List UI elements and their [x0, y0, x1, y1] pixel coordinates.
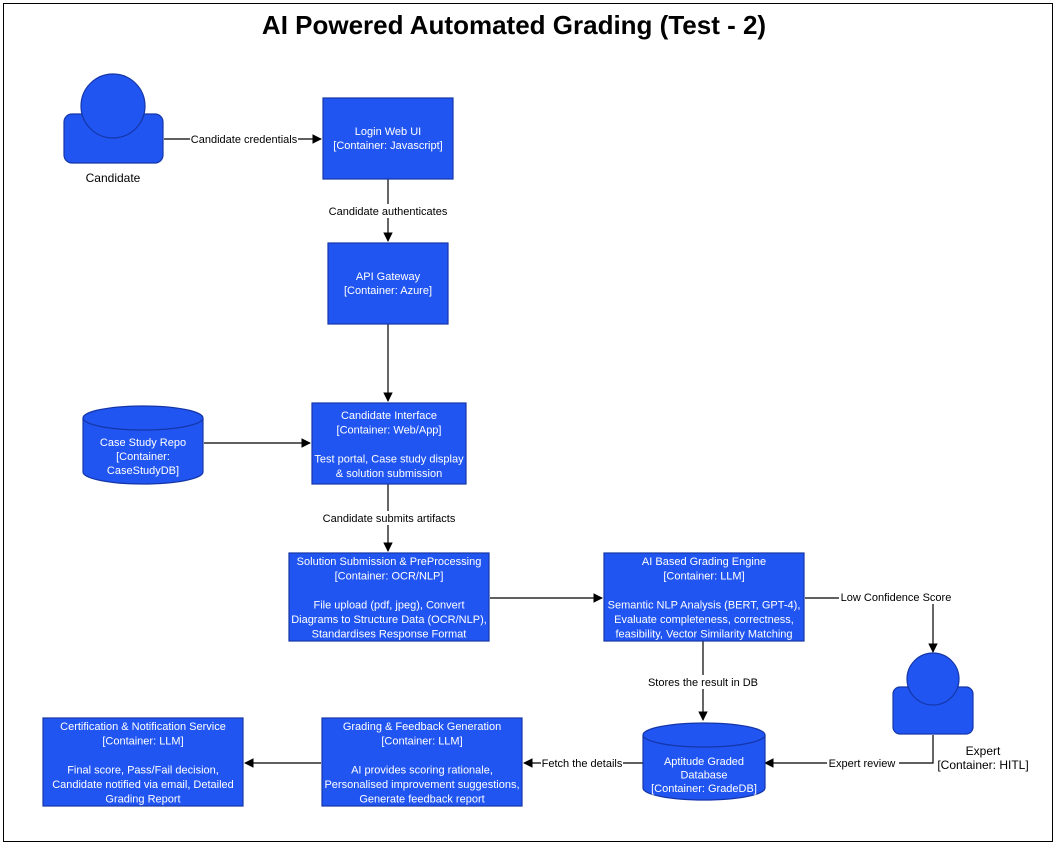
- repo-cylinder: [82, 405, 204, 485]
- edge-label-expert-review: Expert review: [829, 758, 896, 770]
- interface-label-line: Test portal, Case study display: [314, 454, 464, 466]
- login-label-line: [Container: Javascript]: [333, 140, 442, 152]
- feedback-label-line: Grading & Feedback Generation: [343, 721, 501, 733]
- gradedb-cylinder: [642, 722, 766, 801]
- diagram-title: AI Powered Automated Grading (Test - 2): [261, 10, 767, 40]
- expert-person-icon: [892, 652, 974, 735]
- expert-label-line: [Container: HITL]: [937, 758, 1028, 772]
- gateway-label-line: [Container: Azure]: [344, 285, 432, 297]
- edge-labels: Candidate credentials Candidate authenti…: [190, 132, 953, 770]
- edges: [164, 134, 938, 768]
- expert-label-line: Expert: [966, 744, 1001, 758]
- edge-label-low-confidence: Low Confidence Score: [841, 592, 952, 604]
- engine-label-line: [Container: LLM]: [663, 571, 744, 583]
- gradedb-label-line: Aptitude Graded: [664, 756, 744, 768]
- gateway-box: [327, 242, 449, 325]
- edge-label-authenticates: Candidate authenticates: [329, 206, 448, 218]
- cert-label-line: Grading Report: [105, 794, 180, 806]
- engine-label-line: feasibility, Vector Similarity Matching: [615, 629, 792, 641]
- feedback-label-line: [Container: LLM]: [381, 736, 462, 748]
- candidate-label: Candidate: [86, 171, 141, 185]
- submission-box: [288, 552, 490, 642]
- repo-label-line: Case Study Repo: [100, 437, 186, 449]
- gradedb-label-line: [Container: GradeDB]: [651, 783, 757, 795]
- engine-label-line: Evaluate completeness, correctness,: [614, 614, 794, 626]
- edge-label-submits: Candidate submits artifacts: [323, 513, 456, 525]
- login-box: [322, 97, 454, 180]
- node-shapes: [42, 97, 805, 807]
- feedback-label-line: AI provides scoring rationale,: [351, 765, 493, 777]
- interface-box: [311, 402, 467, 485]
- cert-box: [42, 717, 244, 807]
- repo-label-line: [Container:: [116, 451, 170, 463]
- gradedb-label-line: Database: [680, 770, 727, 782]
- candidate-person-icon: [63, 73, 164, 164]
- submission-label-line: File upload (pdf, jpeg), Convert: [313, 600, 464, 612]
- engine-label-line: AI Based Grading Engine: [642, 556, 766, 568]
- login-label-line: Login Web UI: [355, 126, 421, 138]
- cert-label-line: Candidate notified via email, Detailed: [52, 779, 234, 791]
- feedback-label-line: Generate feedback report: [359, 794, 484, 806]
- gateway-label-line: API Gateway: [356, 271, 421, 283]
- submission-label-line: [Container: OCR/NLP]: [335, 571, 444, 583]
- edge-label-stores: Stores the result in DB: [648, 677, 758, 689]
- submission-label-line: Standardises Response Format: [312, 629, 467, 641]
- repo-label-line: CaseStudyDB]: [107, 465, 179, 477]
- submission-label-line: Diagrams to Structure Data (OCR/NLP),: [291, 614, 487, 626]
- interface-label-line: [Container: Web/App]: [337, 425, 442, 437]
- engine-label-line: Semantic NLP Analysis (BERT, GPT-4),: [608, 600, 801, 612]
- feedback-box: [321, 717, 523, 807]
- edge-label-credentials: Candidate credentials: [191, 134, 298, 146]
- diagram-frame: [3, 3, 1053, 842]
- interface-label-line: Candidate Interface: [341, 410, 437, 422]
- interface-label-line: & solution submission: [336, 468, 442, 480]
- feedback-label-line: Personalised improvement suggestions,: [324, 779, 519, 791]
- submission-label-line: Solution Submission & PreProcessing: [297, 556, 482, 568]
- cert-label-line: [Container: LLM]: [102, 736, 183, 748]
- cert-label-line: Final score, Pass/Fail decision,: [67, 765, 219, 777]
- cert-label-line: Certification & Notification Service: [60, 721, 226, 733]
- edge-expert-review: [764, 735, 934, 768]
- edge-low-confidence: [805, 597, 938, 653]
- edge-label-fetch: Fetch the details: [542, 758, 623, 770]
- node-texts: Login Web UI [Container: Javascript] API G…: [52, 126, 1028, 806]
- engine-box: [603, 552, 805, 642]
